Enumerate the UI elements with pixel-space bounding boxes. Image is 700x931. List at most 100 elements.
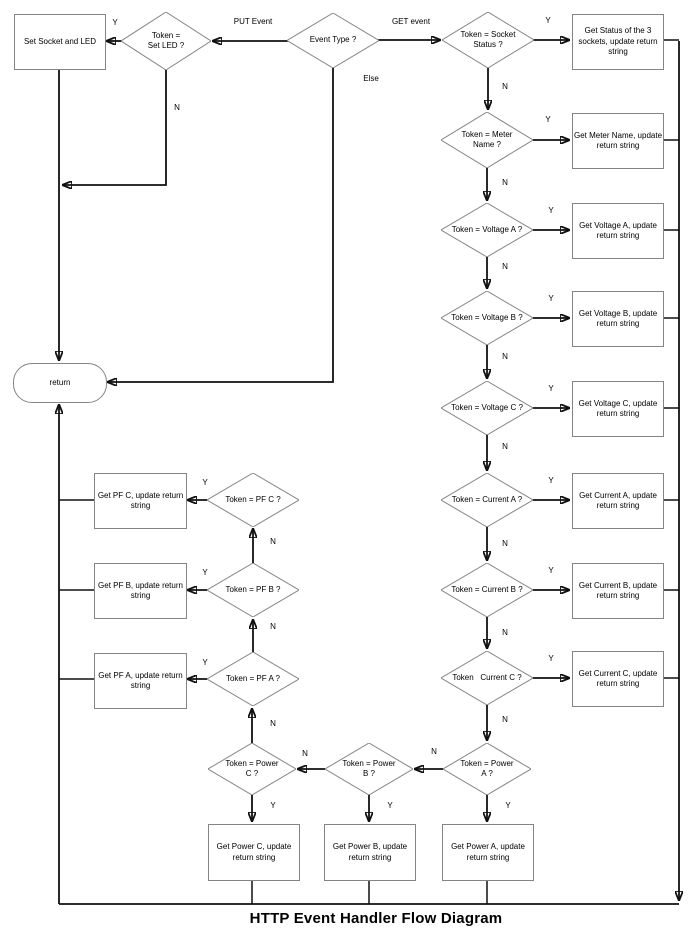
diamond-shape — [208, 743, 296, 795]
decision-token-current-b-label: Token = Current B ? — [451, 584, 523, 594]
label-yes-pf-b: Y — [202, 568, 208, 577]
diamond-shape — [325, 743, 413, 795]
process-get-voltage-b-label: Get Voltage B, update return string — [578, 308, 658, 328]
diamond-shape — [207, 473, 299, 527]
label-yes-current-a: Y — [548, 476, 554, 485]
process-get-voltage-c-label: Get Voltage C, update return string — [578, 398, 658, 418]
decision-token-power-b: Token = Power B ? — [325, 743, 413, 795]
label-no-power-a: N — [431, 747, 437, 756]
label-no-voltage-a: N — [502, 262, 508, 271]
decision-token-set-led-label: Token = Set LED ? — [147, 30, 185, 50]
label-no-power-b: N — [302, 749, 308, 758]
label-yes-pf-c: Y — [202, 478, 208, 487]
process-get-voltage-a-label: Get Voltage A, update return string — [579, 220, 657, 240]
decision-token-voltage-c-label: Token = Voltage C ? — [451, 402, 523, 412]
decision-token-power-c-label: Token = Power C ? — [225, 758, 279, 778]
label-no-power-c: N — [270, 719, 276, 728]
label-yes-set-led: Y — [112, 18, 118, 27]
decision-token-voltage-a-label: Token = Voltage A ? — [451, 224, 523, 234]
label-no-meter-name: N — [502, 178, 508, 187]
label-no-voltage-c: N — [502, 442, 508, 451]
edge-pf-box-connectors — [59, 499, 94, 680]
decision-token-pf-b: Token = PF B ? — [207, 563, 299, 617]
label-no-voltage-b: N — [502, 352, 508, 361]
decision-event-type-label: Event Type ? — [309, 35, 357, 45]
edge-right-box-connectors — [662, 39, 679, 679]
process-get-voltage-b: Get Voltage B, update return string — [572, 291, 664, 347]
decision-token-set-led: Token = Set LED ? — [121, 12, 211, 70]
label-yes-meter-name: Y — [545, 115, 551, 124]
process-get-power-b-label: Get Power B, update return string — [332, 842, 408, 862]
label-yes-current-b: Y — [548, 566, 554, 575]
diamond-shape — [121, 12, 211, 70]
decision-token-current-a-label: Token = Current A ? — [451, 494, 523, 504]
decision-token-meter-name: Token = Meter Name ? — [441, 112, 533, 168]
process-get-current-b-label: Get Current B, update return string — [578, 580, 658, 600]
process-get-pf-c-label: Get PF C, update return string — [97, 490, 184, 510]
label-yes-voltage-b: Y — [548, 294, 554, 303]
diamond-shape — [287, 13, 379, 68]
process-get-current-a: Get Current A, update return string — [572, 473, 664, 529]
decision-token-pf-b-label: Token = PF B ? — [225, 584, 281, 594]
process-get-pf-c: Get PF C, update return string — [94, 473, 187, 529]
label-no-pf-a: N — [270, 622, 276, 631]
decision-token-pf-c: Token = PF C ? — [207, 473, 299, 527]
process-get-power-a: Get Power A, update return string — [442, 824, 534, 881]
label-get-event: GET event — [391, 17, 431, 26]
process-get-power-c-label: Get Power C, update return string — [216, 842, 292, 862]
label-yes-pf-a: Y — [202, 658, 208, 667]
diamond-shape — [442, 12, 534, 68]
label-yes-socket-status: Y — [545, 16, 551, 25]
label-else: Else — [363, 74, 379, 83]
process-get-pf-a: Get PF A, update return string — [94, 653, 187, 709]
diamond-shape — [207, 563, 299, 617]
process-get-meter-name: Get Meter Name, update return string — [572, 113, 664, 169]
edge-bottom-box-connectors — [251, 878, 488, 904]
diamond-shape — [207, 652, 299, 706]
process-set-socket-and-led: Set Socket and LED — [14, 14, 106, 70]
diamond-shape — [441, 381, 533, 435]
decision-token-current-a: Token = Current A ? — [441, 473, 533, 527]
diamond-shape — [441, 112, 533, 168]
process-get-status: Get Status of the 3 sockets, update retu… — [572, 14, 664, 70]
label-yes-power-c: Y — [270, 801, 276, 810]
decision-token-current-c-label: Token Current C ? — [452, 672, 522, 682]
diamond-shape — [441, 473, 533, 527]
label-yes-current-c: Y — [548, 654, 554, 663]
label-put-event: PUT Event — [233, 17, 273, 26]
decision-token-power-a-label: Token = Power A ? — [460, 758, 514, 778]
decision-token-voltage-c: Token = Voltage C ? — [441, 381, 533, 435]
terminator-return: return — [13, 363, 107, 403]
decision-token-pf-c-label: Token = PF C ? — [225, 494, 281, 504]
process-get-pf-b-label: Get PF B, update return string — [98, 580, 183, 600]
label-yes-voltage-a: Y — [548, 206, 554, 215]
decision-token-voltage-b-label: Token = Voltage B ? — [451, 312, 523, 322]
label-yes-voltage-c: Y — [548, 384, 554, 393]
diagram-title: HTTP Event Handler Flow Diagram — [249, 910, 503, 927]
process-get-meter-name-label: Get Meter Name, update return string — [573, 130, 663, 150]
process-get-current-c-label: Get Current C, update return string — [578, 668, 658, 688]
decision-token-voltage-b: Token = Voltage B ? — [441, 291, 533, 345]
decision-token-power-c: Token = Power C ? — [208, 743, 296, 795]
process-get-pf-a-label: Get PF A, update return string — [98, 670, 183, 690]
label-yes-power-b: Y — [387, 801, 393, 810]
label-no-current-a: N — [502, 539, 508, 548]
process-get-power-c: Get Power C, update return string — [208, 824, 300, 881]
diamond-shape — [441, 203, 533, 257]
decision-token-socket-status: Token = Socket Status ? — [442, 12, 534, 68]
diamond-shape — [443, 743, 531, 795]
decision-token-meter-name-label: Token = Meter Name ? — [461, 129, 513, 149]
label-yes-power-a: Y — [505, 801, 511, 810]
process-get-current-a-label: Get Current A, update return string — [579, 490, 657, 510]
process-get-voltage-a: Get Voltage A, update return string — [572, 203, 664, 259]
diamond-shape — [441, 563, 533, 617]
diamond-shape — [441, 651, 533, 705]
decision-token-pf-a: Token = PF A ? — [207, 652, 299, 706]
process-get-voltage-c: Get Voltage C, update return string — [572, 381, 664, 437]
decision-token-voltage-a: Token = Voltage A ? — [441, 203, 533, 257]
terminator-return-label: return — [49, 377, 71, 387]
label-no-set-led: N — [174, 103, 180, 112]
decision-token-power-b-label: Token = Power B ? — [342, 758, 396, 778]
